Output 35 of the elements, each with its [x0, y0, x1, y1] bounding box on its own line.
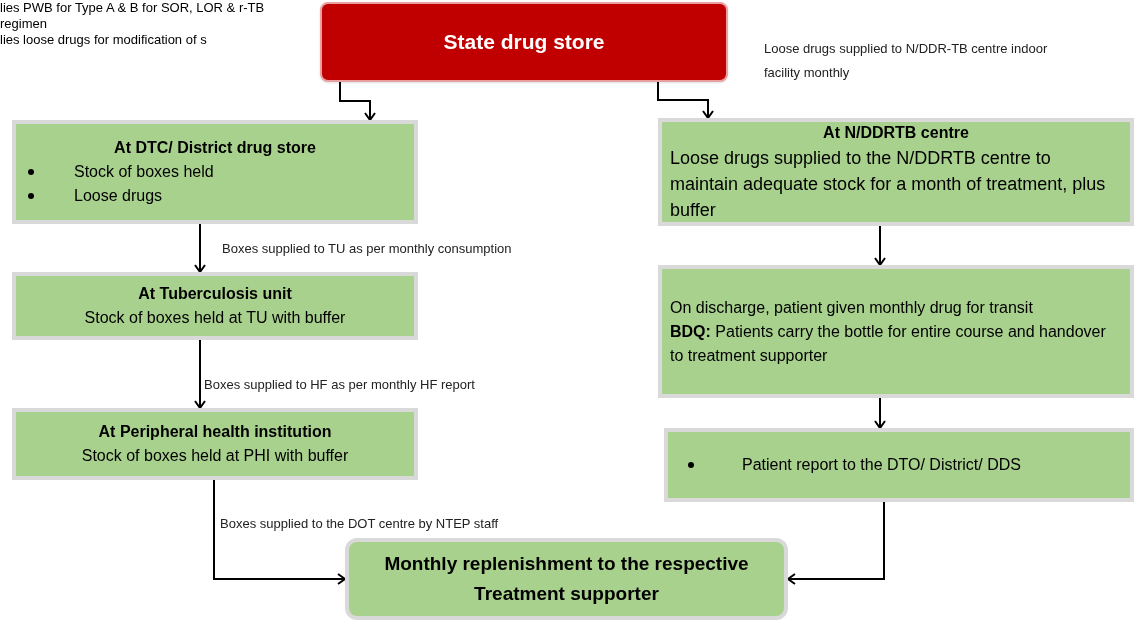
arrow [213, 479, 346, 585]
arrow [194, 339, 206, 409]
process-box [12, 272, 418, 340]
edge-label: Loose drugs supplied to N/DDR-TB centre indoor facility monthly [764, 41, 1048, 80]
box-title: State drug store [443, 29, 605, 56]
process-box [664, 428, 1134, 502]
process-box [658, 265, 1134, 398]
box-title: At Peripheral health institution [98, 422, 332, 442]
box-text: Loose drugs supplied to the N/DDRTB centre to maintain adequate stock for a month of treatment, plus buffer [670, 147, 1107, 222]
bullet-item: Patient report to the DTO/ District/ DDS [742, 455, 1021, 475]
arrow [787, 501, 885, 585]
arrow [194, 223, 206, 273]
bullet-item: Stock of boxes held [74, 162, 214, 182]
arrow [874, 225, 886, 266]
process-box [12, 120, 418, 224]
box-text: BDQ: Patients carry the bottle for entire course and handover to treatment supporter [670, 321, 1107, 366]
arrow [657, 81, 714, 119]
box-title: Monthly replenishment to the respective Treatment supporter [383, 552, 750, 606]
process-box [658, 118, 1134, 226]
arrow [874, 397, 886, 429]
process-box [320, 2, 728, 82]
box-text: Stock of boxes held at PHI with buffer [81, 446, 349, 466]
box-text: Stock of boxes held at TU with buffer [84, 308, 346, 328]
box-title: At DTC/ District drug store [114, 138, 316, 158]
box-title: At N/DDRTB centre [823, 123, 969, 143]
box-title: At Tuberculosis unit [138, 284, 292, 304]
bullet-item: Loose drugs [74, 186, 163, 206]
edge-label: Boxes supplied to the DOT centre by NTEP staff [220, 516, 499, 531]
box-text: On discharge, patient given monthly drug for transit [670, 297, 1033, 318]
edge-label: Boxes supplied to TU as per monthly consumption [222, 241, 512, 256]
edge-label: Boxes supplied to HF as per monthly HF report [204, 377, 475, 392]
process-box [12, 408, 418, 480]
note-text: lies loose drugs for modification of s [0, 32, 208, 48]
process-box [345, 538, 788, 620]
arrow [339, 81, 376, 121]
